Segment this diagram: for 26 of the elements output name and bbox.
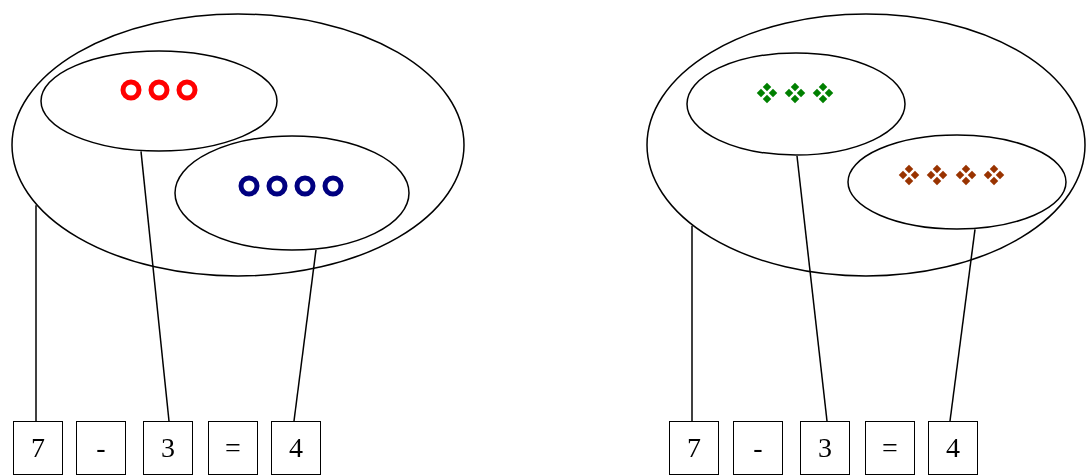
connector-line: [796, 155, 828, 422]
math-symbol: =: [882, 434, 898, 462]
connector-line: [691, 225, 693, 422]
number-box: [928, 421, 978, 475]
number-box: [143, 421, 193, 475]
math-symbol: 4: [289, 434, 303, 462]
connector-line: [140, 150, 170, 422]
connector-line: [293, 249, 317, 422]
number-box: [13, 421, 63, 475]
number-box: [800, 421, 850, 475]
number-box: [669, 421, 719, 475]
math-symbol: 7: [31, 434, 45, 462]
math-symbol: 3: [818, 434, 832, 462]
math-symbol: -: [96, 434, 106, 462]
number-box: [865, 421, 915, 475]
math-symbol: -: [753, 434, 763, 462]
math-symbol: 3: [161, 434, 175, 462]
math-symbol: 4: [946, 434, 960, 462]
number-box: [208, 421, 258, 475]
connector-line: [949, 228, 976, 422]
connector-line: [35, 204, 37, 422]
math-symbol: 7: [687, 434, 701, 462]
number-box: [76, 421, 126, 475]
number-box: [271, 421, 321, 475]
math-symbol: =: [225, 434, 241, 462]
number-box: [733, 421, 783, 475]
